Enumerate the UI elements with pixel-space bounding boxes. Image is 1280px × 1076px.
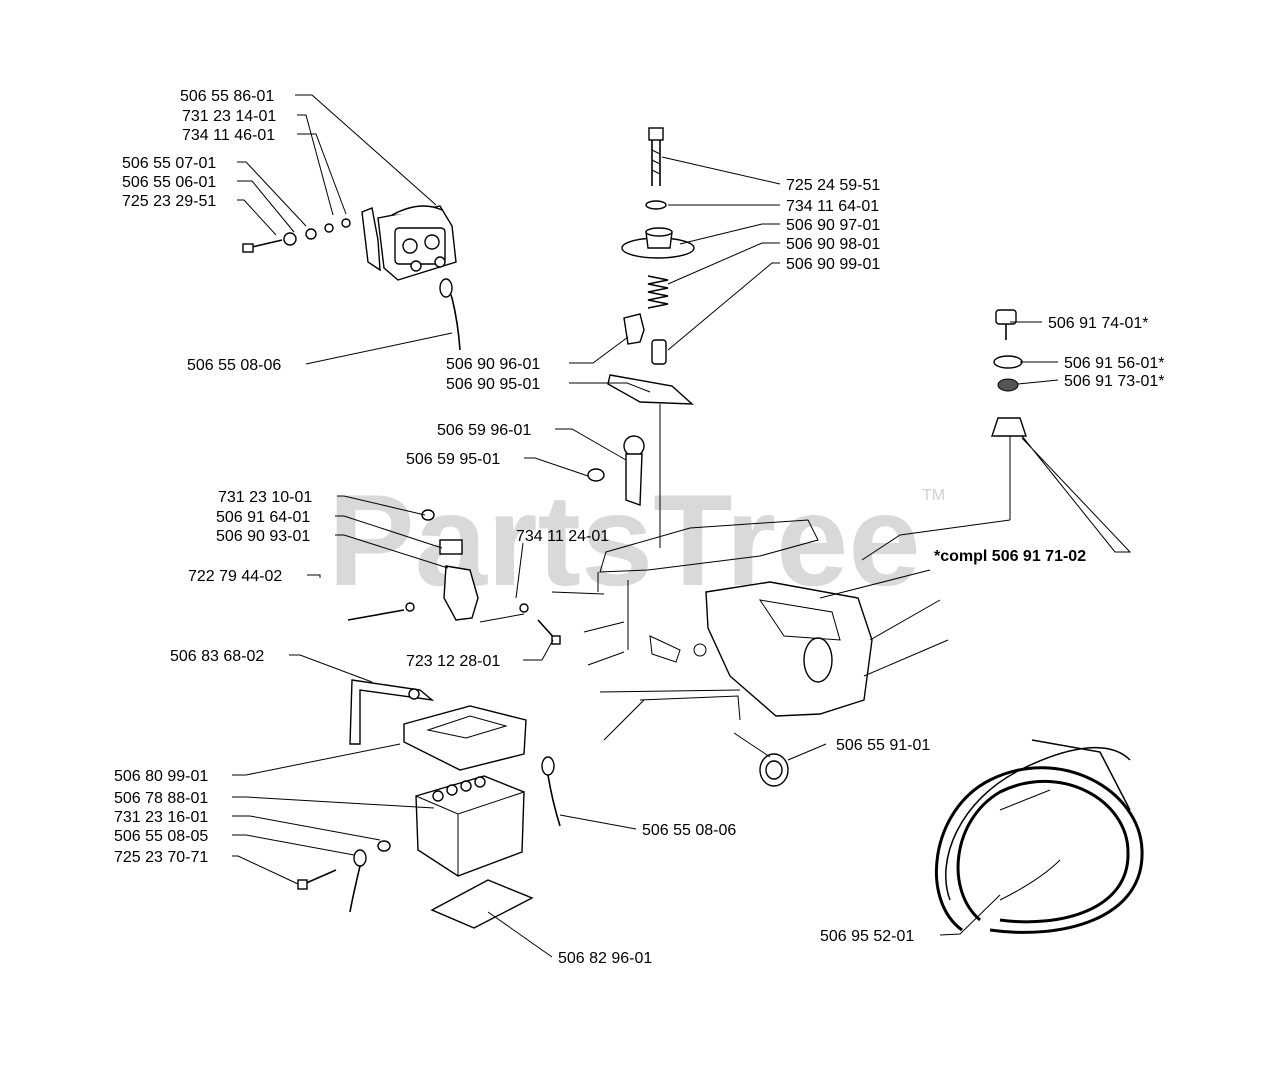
spring-506909801 xyxy=(647,275,669,309)
nut-731231601 xyxy=(377,840,391,852)
label-506558601: 506 55 86-01 xyxy=(180,88,274,105)
grommet-506559101 xyxy=(759,753,789,787)
bolt-725245951 xyxy=(648,127,664,186)
mat-506829601 xyxy=(430,879,534,929)
label-731231001: 731 23 10-01 xyxy=(218,489,312,506)
watermark: PartsTree xyxy=(328,467,921,613)
nut-506917301 xyxy=(997,378,1019,392)
label-506909501: 506 90 95-01 xyxy=(446,376,540,393)
washer-506550701 xyxy=(305,228,317,240)
label-725237071: 725 23 70-71 xyxy=(114,849,208,866)
part-labels: 506 55 86-01 731 23 14-01 734 11 46-01 5… xyxy=(114,88,1165,967)
label-506809901: 506 80 99-01 xyxy=(114,768,208,785)
screw-725237071 xyxy=(297,869,337,890)
label-506550601: 506 55 06-01 xyxy=(122,174,216,191)
washer-734114601 xyxy=(324,223,334,233)
label-506917401: 506 91 74-01* xyxy=(1048,315,1149,332)
bracket-506836802 xyxy=(349,679,435,745)
switch-body xyxy=(861,417,1027,561)
key-506917401 xyxy=(995,309,1017,340)
screw-725232951 xyxy=(242,239,283,253)
nut-731231001 xyxy=(421,509,435,521)
label-506909301: 506 90 93-01 xyxy=(216,528,310,545)
washer-734112401 xyxy=(519,603,529,613)
label-506836802: 506 83 68-02 xyxy=(170,648,264,665)
label-725232951: 725 23 29-51 xyxy=(122,193,216,210)
battery-cover-506809901 xyxy=(403,705,527,771)
knob-lever-506599601 xyxy=(623,435,645,506)
watermark-trademark: TM xyxy=(922,487,945,504)
nut-506550601 xyxy=(283,232,297,246)
label-723122801: 723 12 28-01 xyxy=(406,653,500,670)
clamp-506916401 xyxy=(439,539,463,555)
plate-506909501 xyxy=(607,374,694,405)
label-506916401: 506 91 64-01 xyxy=(216,509,310,526)
label-731231601: 731 23 16-01 xyxy=(114,809,208,826)
label-506599601: 506 59 96-01 xyxy=(437,422,531,439)
boot-506909701 xyxy=(621,227,695,259)
label-722794402: 722 79 44-02 xyxy=(188,568,282,585)
label-725245951: 725 24 59-51 xyxy=(786,177,880,194)
label-compl-506917102: *compl 506 91 71-02 xyxy=(934,548,1086,565)
bezel-506915601 xyxy=(993,355,1023,369)
label-734112401: 734 11 24-01 xyxy=(516,528,609,545)
label-506550805: 506 55 08-05 xyxy=(114,828,208,845)
label-506909601: 506 90 96-01 xyxy=(446,356,540,373)
wire-harness-506955201 xyxy=(934,739,1144,934)
label-506915601: 506 91 56-01* xyxy=(1064,355,1165,372)
nut-731231401 xyxy=(341,218,351,228)
cable-722794402 xyxy=(347,602,415,621)
battery-506788801 xyxy=(415,775,525,877)
label-506909701: 506 90 97-01 xyxy=(786,217,880,234)
clamp-506909601 xyxy=(623,313,645,345)
label-506829601: 506 82 96-01 xyxy=(558,950,652,967)
bracket-506909301 xyxy=(443,565,479,621)
leader-lines xyxy=(232,94,1132,958)
label-506550701: 506 55 07-01 xyxy=(122,155,216,172)
label-506550806-bottom: 506 55 08-06 xyxy=(642,822,736,839)
cable-506550806-top xyxy=(439,278,461,351)
fuel-tank-housing xyxy=(705,569,949,717)
label-506788801: 506 78 88-01 xyxy=(114,790,208,807)
label-506917301: 506 91 73-01* xyxy=(1064,373,1165,390)
ignition-switch-assembly xyxy=(361,205,457,281)
label-506550806-top: 506 55 08-06 xyxy=(187,357,281,374)
washer-734116401 xyxy=(645,200,667,210)
clip-506599501 xyxy=(587,468,605,482)
screw-723122801 xyxy=(537,619,561,645)
label-506559101: 506 55 91-01 xyxy=(836,737,930,754)
label-734116401: 734 11 64-01 xyxy=(786,198,879,215)
dashboard-panel xyxy=(551,519,819,741)
label-506909901: 506 90 99-01 xyxy=(786,256,880,273)
label-506909801: 506 90 98-01 xyxy=(786,236,880,253)
bushing-506909901 xyxy=(651,339,667,365)
label-731231401: 731 23 14-01 xyxy=(182,108,276,125)
label-506599501: 506 59 95-01 xyxy=(406,451,500,468)
cable-506550805 xyxy=(349,849,367,913)
label-506955201: 506 95 52-01 xyxy=(820,928,914,945)
cable-506550806-bottom xyxy=(541,756,561,827)
label-734114601: 734 11 46-01 xyxy=(182,127,275,144)
